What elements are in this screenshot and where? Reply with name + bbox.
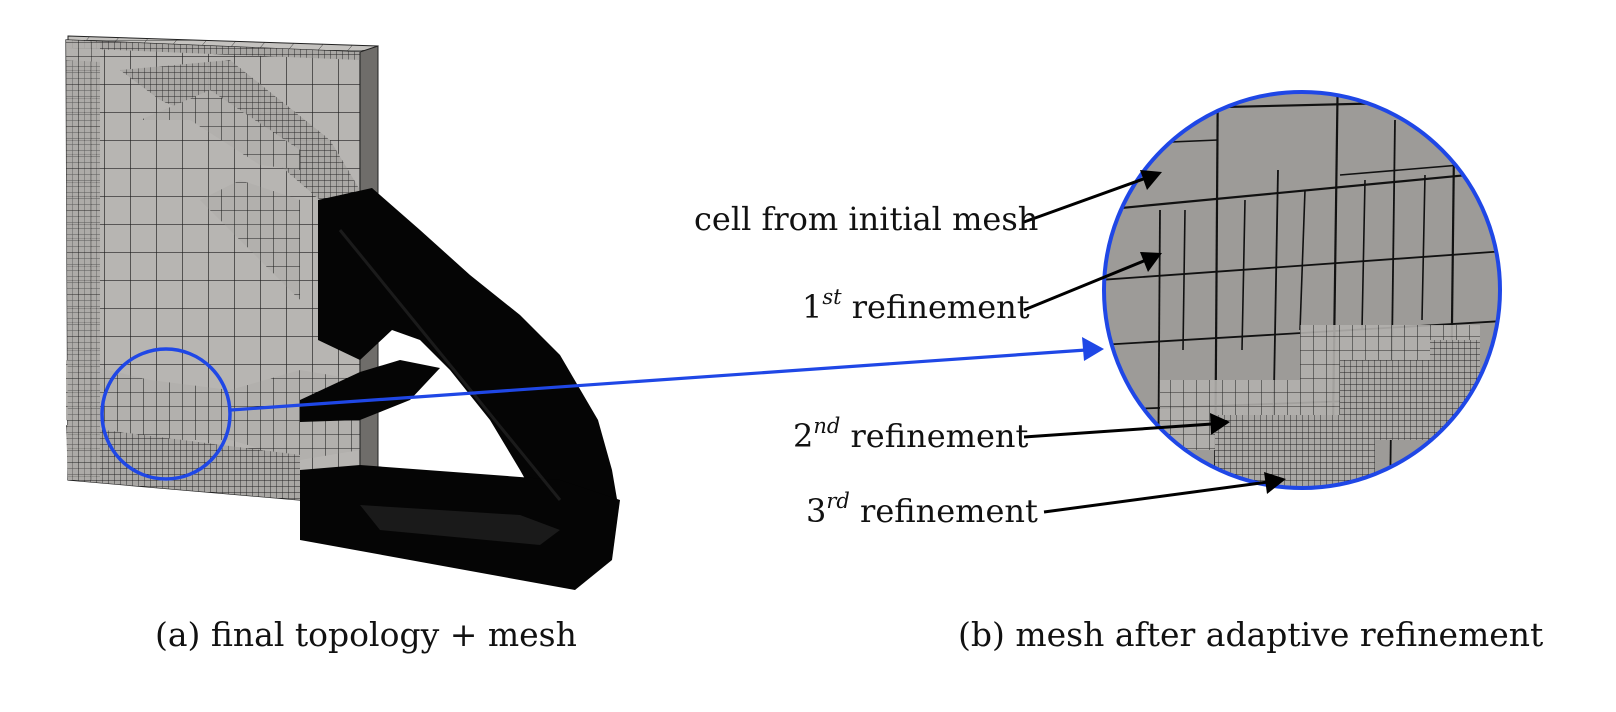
caption-right: (b) mesh after adaptive refinement	[958, 615, 1544, 654]
label-first-refinement: 1st refinement	[802, 285, 1030, 327]
highlight-circle	[100, 347, 232, 481]
label-third-text: refinement	[860, 492, 1038, 530]
label-second-text: refinement	[850, 417, 1029, 455]
label-first-sup: st	[822, 285, 842, 309]
label-second-num: 2	[793, 417, 814, 455]
upper-strut	[318, 188, 618, 566]
arrow-cell	[1023, 176, 1147, 224]
arrow-second	[1023, 422, 1213, 439]
label-second-sup: nd	[813, 414, 841, 438]
annotation-arrows	[1023, 170, 1286, 514]
label-second-refinement: 2nd refinement	[793, 414, 1029, 456]
arrow-first	[1023, 258, 1147, 312]
label-third-refinement: 3rd refinement	[806, 489, 1038, 531]
label-cell-initial: cell from initial mesh	[694, 200, 1039, 238]
zoom-arrowhead	[1082, 337, 1104, 361]
zoom-view	[1102, 90, 1502, 490]
caption-left: (a) final topology + mesh	[155, 615, 577, 654]
topology-render	[65, 35, 620, 590]
label-third-num: 3	[806, 492, 827, 530]
label-first-num: 1	[802, 288, 823, 326]
label-first-text: refinement	[851, 288, 1030, 326]
arrow-third	[1043, 480, 1269, 514]
label-third-sup: rd	[826, 489, 850, 513]
zoom-circle-border	[1102, 90, 1502, 490]
lower-strut	[300, 360, 440, 422]
zoom-connector	[230, 348, 1087, 412]
